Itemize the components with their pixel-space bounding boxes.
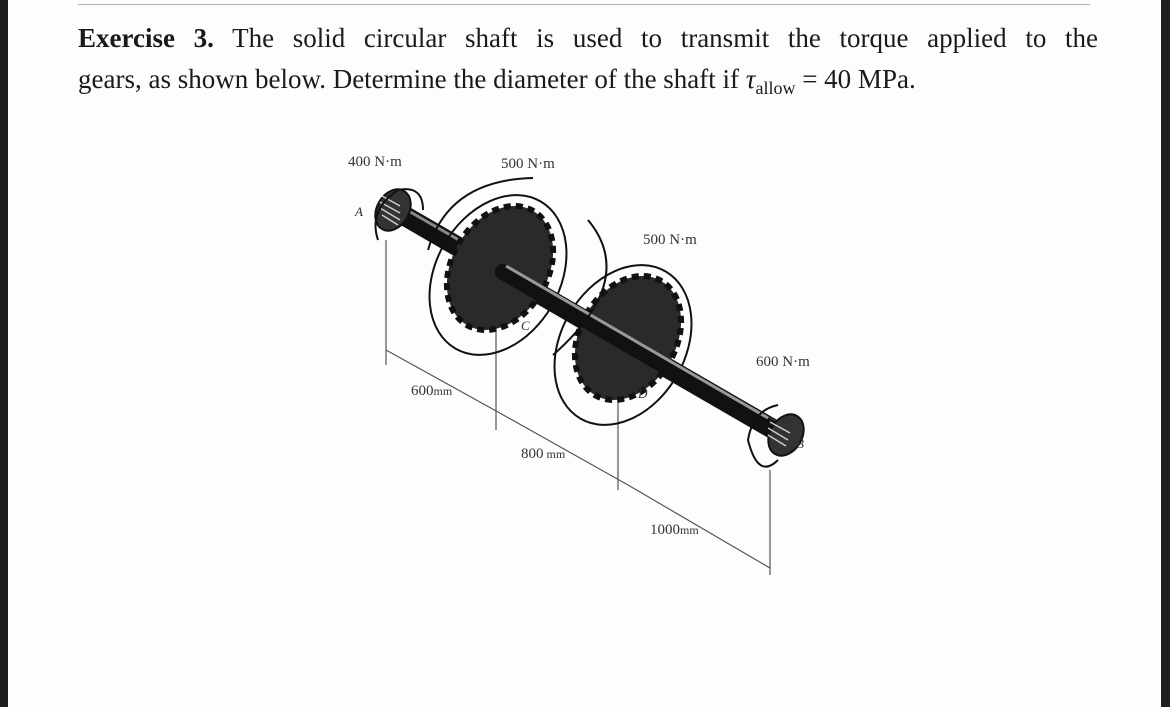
shaft-diagram: 400 N·m 500 N·m 500 N·m 600 N·m A C D B … [338, 140, 818, 595]
stress-value: = 40 MPa. [795, 64, 916, 94]
spline-end-a [374, 188, 412, 232]
torque-label-b: 600 N·m [756, 354, 810, 370]
dimension-ac: 600mm [411, 383, 453, 399]
document-page: Exercise 3. The solid circular shaft is … [8, 0, 1161, 707]
torque-arrows [374, 177, 779, 468]
statement-text-1: The solid circular shaft is used to tran… [232, 23, 1098, 53]
exercise-statement: Exercise 3. The solid circular shaft is … [78, 18, 1098, 109]
torque-label-d: 500 N·m [643, 232, 697, 248]
torque-label-a: 400 N·m [348, 154, 402, 170]
spline-end-b [767, 413, 805, 457]
point-label-b: B [796, 436, 804, 451]
dimension-lines [385, 240, 771, 575]
exercise-label: Exercise 3. [78, 23, 214, 53]
point-label-c: C [521, 318, 530, 333]
point-label-a: A [354, 204, 363, 219]
point-label-d: D [637, 386, 648, 401]
tau-subscript: allow [755, 78, 796, 98]
statement-line-1: Exercise 3. The solid circular shaft is … [78, 18, 1098, 59]
statement-line-2: gears, as shown below. Determine the dia… [78, 59, 1098, 109]
dimension-db: 1000mm [650, 522, 699, 538]
torque-label-c: 500 N·m [501, 156, 555, 172]
section-divider [78, 4, 1090, 5]
tau-symbol: τ [745, 64, 756, 94]
statement-text-2: gears, as shown below. Determine the dia… [78, 64, 746, 94]
